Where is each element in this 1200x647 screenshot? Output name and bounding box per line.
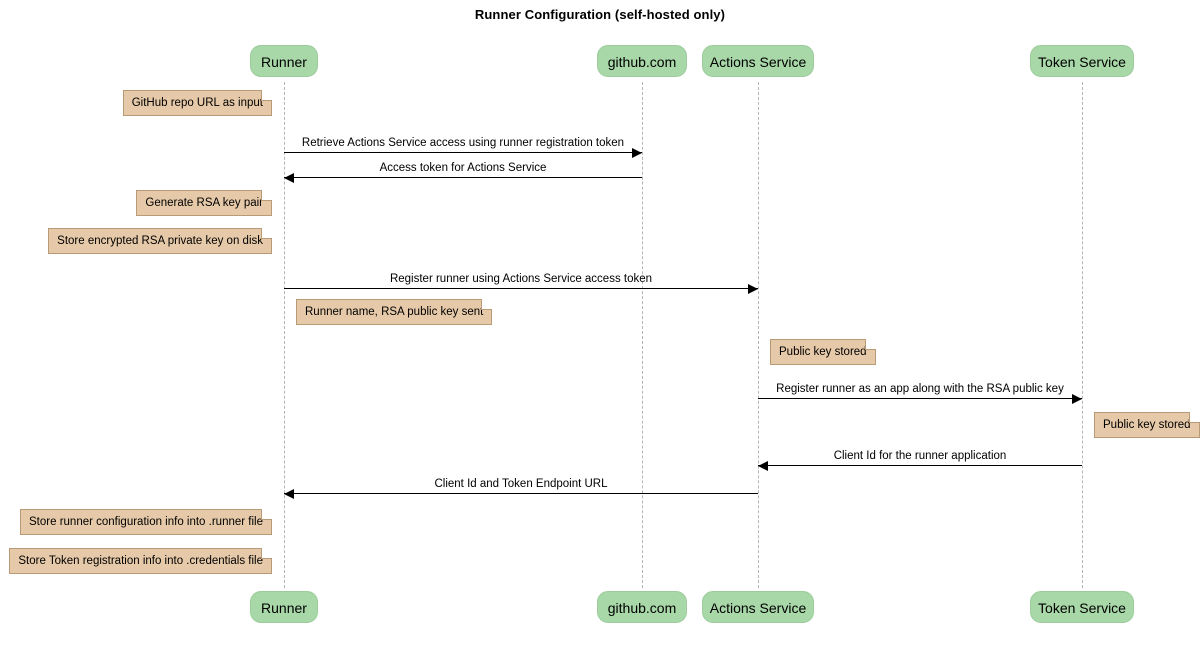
- note-store-token-registration-info-into-crede: Store Token registration info into .cred…: [9, 548, 272, 574]
- message-label-client-id-for-the-runner-application: Client Id for the runner application: [833, 450, 1007, 462]
- note-fold-corner-icon: [261, 509, 272, 520]
- participant-actions-service-top[interactable]: Actions Service: [702, 45, 814, 77]
- arrowhead-left-5: [284, 488, 294, 499]
- note-fold-corner-icon: [864, 339, 876, 350]
- note-text: GitHub repo URL as input: [131, 97, 263, 109]
- note-text: Generate RSA key pair: [145, 197, 263, 209]
- lifeline-token-service: [1082, 82, 1083, 588]
- message-label-retrieve-actions-service-access-using-ru: Retrieve Actions Service access using ru…: [301, 137, 625, 149]
- note-text: Store encrypted RSA private key on disk: [57, 235, 263, 247]
- message-label-register-runner-using-actions-service-ac: Register runner using Actions Service ac…: [389, 273, 653, 285]
- diagram-title: Runner Configuration (self-hosted only): [474, 7, 726, 22]
- participant-runner-top[interactable]: Runner: [250, 45, 318, 77]
- message-line-3: [758, 398, 1082, 399]
- message-label-client-id-and-token-endpoint-url: Client Id and Token Endpoint URL: [434, 478, 608, 490]
- note-store-encrypted-rsa-private-key-on-disk: Store encrypted RSA private key on disk: [48, 228, 272, 254]
- message-label-register-runner-as-an-app-along-with-the: Register runner as an app along with the…: [776, 383, 1064, 395]
- note-text: Store runner configuration info into .ru…: [29, 516, 263, 528]
- note-fold-corner-icon: [261, 90, 272, 101]
- lifeline-runner: [284, 82, 285, 588]
- arrowhead-left-1: [284, 172, 294, 183]
- participant-runner-bottom[interactable]: Runner: [250, 591, 318, 623]
- note-github-repo-url-as-input: GitHub repo URL as input: [122, 90, 272, 116]
- note-text: Runner name, RSA public key sent: [305, 306, 484, 318]
- note-runner-name-rsa-public-key-sent: Runner name, RSA public key sent: [296, 299, 493, 325]
- note-fold-corner-icon: [261, 548, 272, 559]
- message-line-4: [758, 465, 1082, 466]
- note-text: Store Token registration info into .cred…: [18, 555, 263, 567]
- arrowhead-right-2: [748, 283, 758, 294]
- note-fold-corner-icon: [261, 228, 272, 239]
- participant-github-com-bottom[interactable]: github.com: [597, 591, 687, 623]
- message-line-5: [284, 493, 758, 494]
- message-line-2: [284, 288, 758, 289]
- note-fold-corner-icon: [1188, 412, 1200, 423]
- participant-actions-service-bottom[interactable]: Actions Service: [702, 591, 814, 623]
- message-line-0: [284, 152, 642, 153]
- message-label-access-token-for-actions-service: Access token for Actions Service: [379, 162, 547, 174]
- message-line-1: [284, 177, 642, 178]
- note-generate-rsa-key-pair: Generate RSA key pair: [136, 190, 272, 216]
- lifeline-github-com: [642, 82, 643, 588]
- participant-github-com-top[interactable]: github.com: [597, 45, 687, 77]
- note-text: Public key stored: [779, 346, 867, 358]
- note-public-key-stored: Public key stored: [770, 339, 876, 365]
- participant-token-service-top[interactable]: Token Service: [1030, 45, 1134, 77]
- note-public-key-stored: Public key stored: [1094, 412, 1200, 438]
- note-fold-corner-icon: [261, 190, 272, 201]
- note-store-runner-configuration-info-into-run: Store runner configuration info into .ru…: [20, 509, 272, 535]
- lifeline-actions-service: [758, 82, 759, 588]
- arrowhead-left-4: [758, 460, 768, 471]
- arrowhead-right-3: [1072, 393, 1082, 404]
- note-fold-corner-icon: [481, 299, 493, 310]
- participant-token-service-bottom[interactable]: Token Service: [1030, 591, 1134, 623]
- arrowhead-right-0: [632, 147, 642, 158]
- note-text: Public key stored: [1103, 419, 1191, 431]
